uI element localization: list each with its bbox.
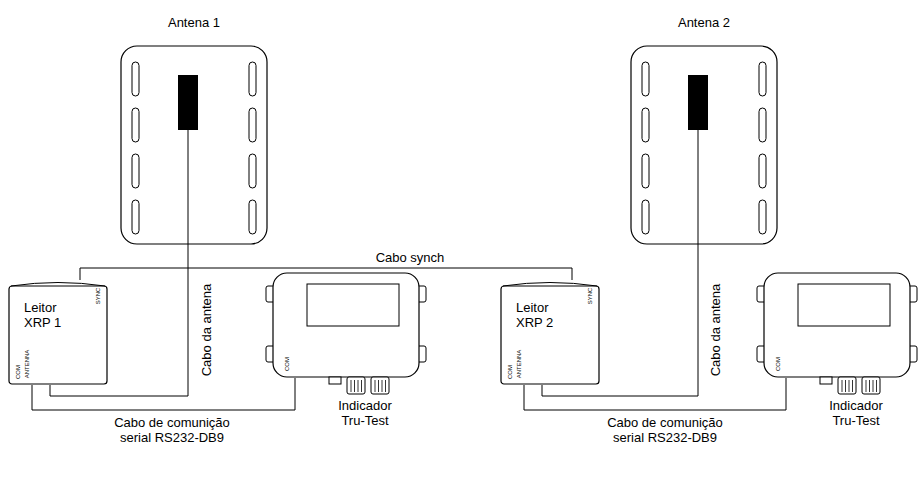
port-label: COM [284,357,290,371]
antenna-outline [631,46,777,244]
cable-label: Cabo da antena [709,284,724,377]
plug-ridge [849,380,850,392]
reader-lid [11,283,105,287]
plug-ridge [378,380,379,392]
plug-ridge [351,380,352,392]
plug-ridge [852,380,853,392]
plug-ridge [873,380,874,392]
connector-plug [838,377,856,394]
antenna-slot [249,108,256,142]
cable-gland [820,377,832,384]
indicator-node: Indicador Tru-TestCOM [756,272,918,378]
cable-label: Cabo de comunição serial RS232-DB9 [600,416,730,446]
reader-shape [8,280,108,385]
antenna-shape [120,45,268,245]
port-label: COM [775,357,781,371]
antenna-shape [630,45,778,245]
indicator-body [764,273,910,377]
plug-ridge [375,380,376,392]
reader-node: Leitor XRP 1 SYNC COMANTENNA [8,280,108,385]
reader-name: Leitor XRP 1 [24,301,76,331]
antenna-node: Antena 2 [630,45,778,245]
indicator-name: Indicador Tru-Test [325,399,405,429]
antenna-slot [759,154,766,188]
connector-plug [862,377,880,394]
antenna-coil [688,75,708,130]
antenna-slot [132,108,139,142]
antenna-slot [132,154,139,188]
antenna-outline [121,46,267,244]
plug-ridge [845,380,846,392]
plug-ridge [866,380,867,392]
antenna-slot [642,62,649,96]
antenna-slot [759,200,766,234]
plug-ridge [354,380,355,392]
port-label: COM [15,365,21,379]
antenna-lead [188,130,189,245]
cable-label: Cabo synch [376,251,445,266]
reader-name: Leitor XRP 2 [516,301,568,331]
port-label: ANTENNA [24,350,30,379]
antenna-node: Antena 1 [120,45,268,245]
antenna-slot [642,200,649,234]
antenna-name: Antena 1 [120,16,268,31]
antenna-slot [759,108,766,142]
connector-plug [371,377,389,394]
port-label: SYNC [95,288,101,305]
antenna-slot [249,200,256,234]
indicator-body [273,273,419,377]
plug-ridge [385,380,386,392]
antenna-slot [759,62,766,96]
antenna-slot [642,154,649,188]
reader-node: Leitor XRP 2 SYNC COMANTENNA [500,280,600,385]
antenna-name: Antena 2 [630,16,778,31]
indicator-screen [307,284,399,326]
antenna-lead [698,130,699,245]
antenna-slot [249,62,256,96]
reader-lid [503,283,597,287]
cable-gland [329,377,341,384]
reader-housing [501,286,599,384]
indicator-name: Indicador Tru-Test [816,399,896,429]
antenna-slot [132,200,139,234]
antenna-slot [642,108,649,142]
antenna-coil [178,75,198,130]
reader-housing [9,286,107,384]
plug-ridge [382,380,383,392]
connector-plug [347,377,365,394]
plug-ridge [842,380,843,392]
port-label: COM [507,365,513,379]
antenna-slot [249,154,256,188]
port-label: ANTENNA [516,350,522,379]
reader-shape [500,280,600,385]
indicator-node: Indicador Tru-TestCOM [265,272,427,378]
plug-ridge [876,380,877,392]
cable-label: Cabo da antena [200,284,215,377]
plug-ridge [358,380,359,392]
port-label: SYNC [587,288,593,305]
antenna-slot [132,62,139,96]
indicator-screen [798,284,890,326]
plug-ridge [869,380,870,392]
cable-label: Cabo de comunição serial RS232-DB9 [107,416,237,446]
plug-ridge [361,380,362,392]
